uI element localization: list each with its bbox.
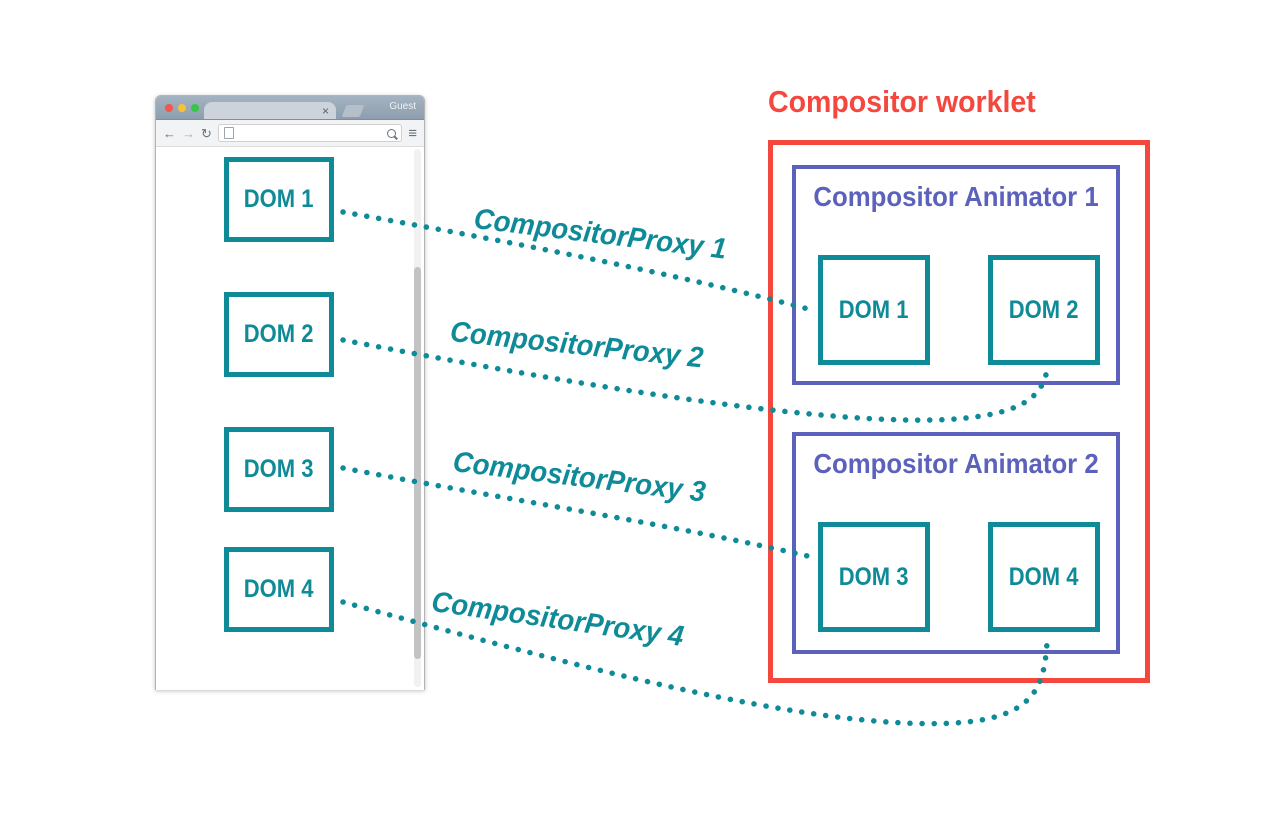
dom-box-4: DOM 4: [224, 547, 334, 632]
dom-box-2: DOM 2: [224, 292, 334, 377]
page-icon: [223, 127, 234, 139]
dom-box-label: DOM 2: [1009, 295, 1079, 324]
reload-icon[interactable]: ↻: [201, 125, 212, 141]
minimize-window-icon[interactable]: [178, 104, 186, 112]
dom-box-label: DOM 1: [839, 295, 909, 324]
scrollbar[interactable]: [414, 149, 421, 687]
close-window-icon[interactable]: [165, 104, 173, 112]
dom-box-label: DOM 2: [244, 320, 314, 348]
browser-content: DOM 1 DOM 2 DOM 3 DOM 4: [156, 147, 424, 690]
maximize-window-icon[interactable]: [191, 104, 199, 112]
animator-box-2: Compositor Animator 2 DOM 3 DOM 4: [792, 432, 1120, 654]
scrollbar-thumb[interactable]: [414, 267, 421, 659]
browser-tab[interactable]: ×: [204, 102, 336, 119]
profile-label: Guest: [389, 101, 416, 112]
animator-title: Compositor Animator 2: [813, 448, 1099, 479]
worklet-box: Compositor Animator 1 DOM 1 DOM 2 Compos…: [768, 140, 1150, 683]
back-icon[interactable]: ←: [163, 125, 176, 141]
address-bar[interactable]: [217, 124, 403, 142]
proxy-label-4: CompositorProxy 4: [429, 586, 686, 654]
browser-toolbar: ← → ↻ ≡: [156, 120, 424, 147]
browser-window: × Guest ← → ↻ ≡ DOM 1 DOM 2 DOM 3: [155, 95, 425, 690]
proxy-label-2: CompositorProxy 2: [448, 316, 705, 375]
window-controls: [165, 104, 199, 112]
animator2-dom-box-4: DOM 4: [988, 522, 1100, 632]
animator1-dom-box-1: DOM 1: [818, 255, 930, 365]
proxy-label-1: CompositorProxy 1: [472, 203, 729, 266]
animator-title: Compositor Animator 1: [813, 181, 1099, 212]
animator-box-1: Compositor Animator 1 DOM 1 DOM 2: [792, 165, 1120, 385]
search-icon[interactable]: [387, 128, 397, 138]
forward-icon[interactable]: →: [182, 125, 195, 141]
proxy-label-3: CompositorProxy 3: [451, 446, 708, 509]
browser-titlebar: × Guest: [156, 96, 424, 120]
menu-icon[interactable]: ≡: [408, 124, 417, 142]
dom-box-label: DOM 3: [839, 562, 909, 591]
dom-box-label: DOM 4: [244, 575, 314, 603]
dom-box-label: DOM 1: [244, 185, 314, 213]
dom-box-3: DOM 3: [224, 427, 334, 512]
new-tab-button[interactable]: [341, 105, 365, 117]
animator1-dom-box-2: DOM 2: [988, 255, 1100, 365]
dom-box-label: DOM 4: [1009, 562, 1079, 591]
dom-box-label: DOM 3: [244, 455, 314, 483]
animator2-dom-box-3: DOM 3: [818, 522, 930, 632]
tab-close-icon[interactable]: ×: [321, 103, 329, 118]
worklet-title: Compositor worklet: [768, 84, 1036, 119]
dom-box-1: DOM 1: [224, 157, 334, 242]
